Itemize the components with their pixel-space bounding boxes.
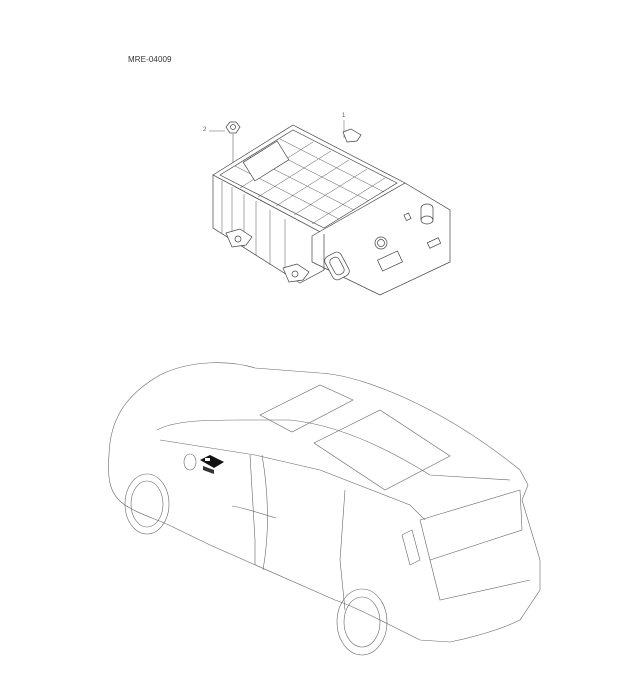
callout-1: 1 [342, 113, 346, 119]
vehicle-outline [108, 362, 541, 656]
module-location-marker [200, 455, 224, 474]
module-assembly [209, 120, 451, 296]
diagram-code: MRE-04009 [128, 55, 172, 64]
callout-2: 2 [203, 127, 207, 133]
